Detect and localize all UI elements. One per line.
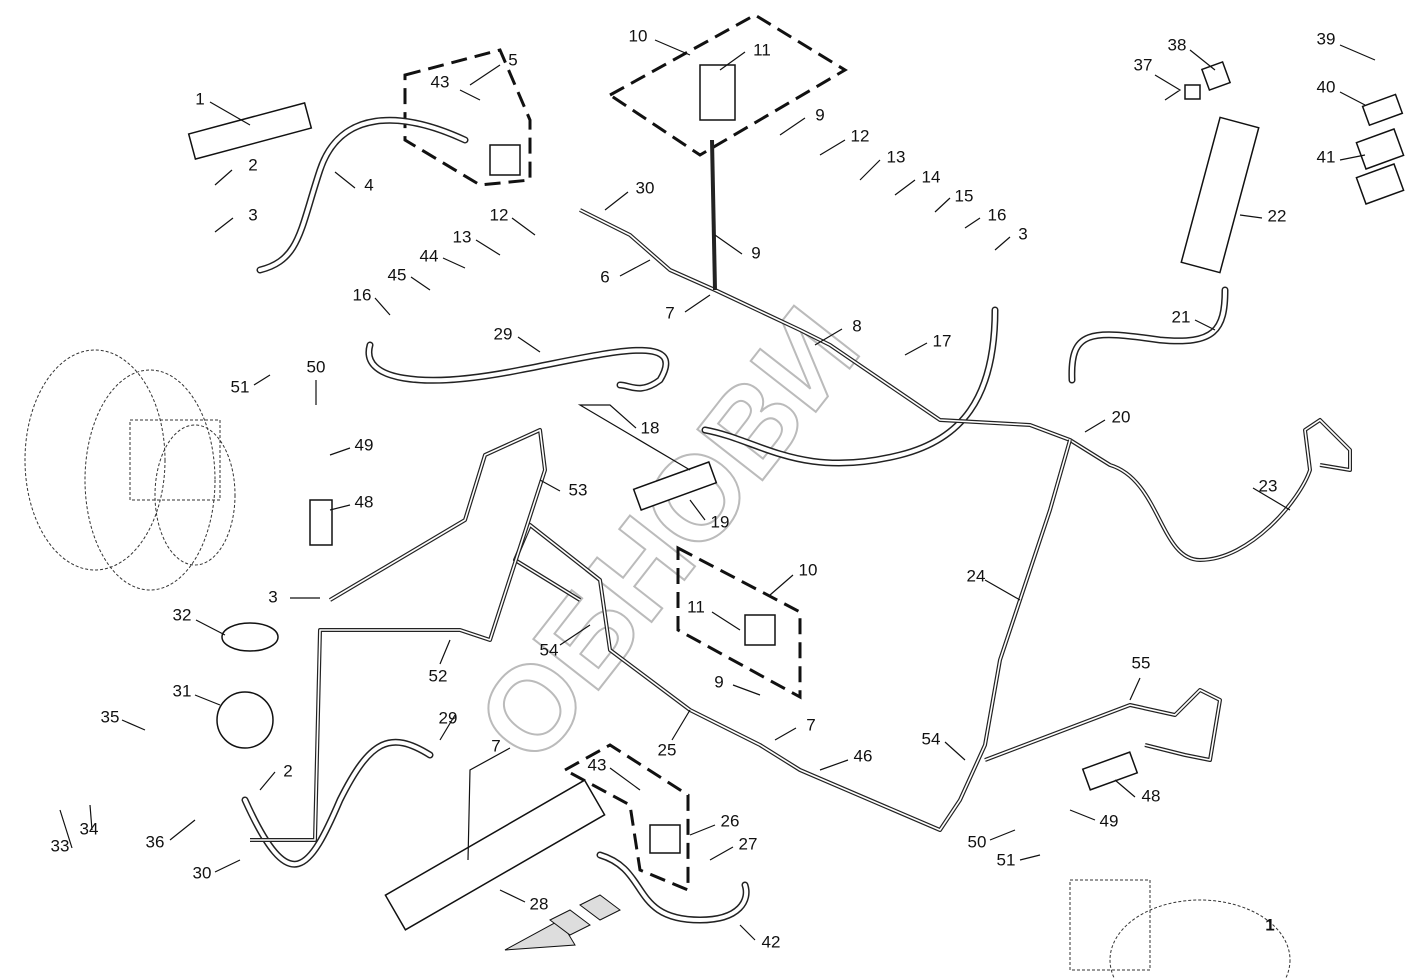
- callout: 43: [588, 755, 607, 774]
- callout: 51: [997, 850, 1016, 869]
- callout: 49: [1100, 811, 1119, 830]
- group-5-outline: [403, 48, 532, 187]
- callout: 48: [355, 492, 374, 511]
- callout: 11: [687, 597, 705, 616]
- axle-housing-left: [24, 349, 236, 591]
- callout: 39: [1317, 29, 1336, 48]
- callout: 20: [1112, 407, 1131, 426]
- callout: 54: [922, 729, 941, 748]
- callout: 40: [1317, 77, 1336, 96]
- pipes: [250, 139, 1352, 842]
- callout: 30: [193, 863, 212, 882]
- hoses: [241, 116, 1229, 924]
- callout: 21: [1172, 307, 1191, 326]
- callout: 29: [439, 708, 458, 727]
- callout: 26: [721, 811, 740, 830]
- callout: 1: [195, 89, 204, 108]
- callout: 6: [600, 267, 609, 286]
- callout: 3: [248, 205, 257, 224]
- callout: 35: [101, 707, 120, 726]
- callout: 37: [1134, 55, 1153, 74]
- group-10-outline-bottom: [676, 545, 802, 700]
- callout: 9: [714, 672, 723, 691]
- callout: 28: [530, 894, 549, 913]
- callout: 43: [431, 72, 450, 91]
- callout: 9: [751, 243, 760, 262]
- callout: 23: [1259, 476, 1278, 495]
- callout: 11: [753, 40, 771, 59]
- callout: 16: [353, 285, 372, 304]
- leader-lines: [59, 39, 1376, 941]
- callout: 50: [307, 357, 326, 376]
- callout: 15: [955, 186, 974, 205]
- callout: 18: [641, 418, 660, 437]
- callout: 3: [1018, 224, 1027, 243]
- callout: 3: [268, 587, 277, 606]
- callout: 2: [283, 761, 292, 780]
- callout: 13: [453, 227, 472, 246]
- callout: 44: [420, 246, 439, 265]
- callout: 48: [1142, 786, 1161, 805]
- callout: 52: [429, 666, 448, 685]
- axle-housing-right: [1069, 879, 1291, 979]
- callout: 9: [815, 105, 824, 124]
- callout: 16: [988, 205, 1007, 224]
- callout: 55: [1132, 653, 1151, 672]
- callout: 10: [799, 560, 818, 579]
- group-43-outline: [561, 743, 690, 893]
- callout: 36: [146, 832, 165, 851]
- sheet-number: 1: [1265, 915, 1274, 934]
- callout: 49: [355, 435, 374, 454]
- callout: 38: [1168, 35, 1187, 54]
- callout: 31: [173, 681, 192, 700]
- callout: 42: [762, 932, 781, 951]
- callout: 54: [540, 640, 559, 659]
- callout: 27: [739, 834, 758, 853]
- callout: 13: [887, 147, 906, 166]
- callout: 46: [854, 746, 873, 765]
- callout: 12: [851, 126, 870, 145]
- callout: 34: [80, 819, 99, 838]
- callout: 7: [665, 303, 674, 322]
- callout: 4: [364, 175, 373, 194]
- callout: 30: [636, 178, 655, 197]
- callout: 17: [933, 331, 952, 350]
- callout: 14: [922, 167, 941, 186]
- callout: 10: [629, 26, 648, 45]
- callout-numbers: 1 2 3 4 43 5 10 11 9 12 13 14 15 16 3 30…: [51, 26, 1336, 951]
- group-10-outline-top: [607, 13, 848, 157]
- callout: 5: [508, 50, 517, 69]
- callout: 51: [231, 377, 250, 396]
- callout: 50: [968, 832, 987, 851]
- callout: 7: [491, 736, 500, 755]
- callout: 8: [852, 316, 861, 335]
- callout: 45: [388, 265, 407, 284]
- callout: 12: [490, 205, 509, 224]
- callout: 19: [711, 512, 730, 531]
- components: [187, 60, 1405, 951]
- callout: 29: [494, 324, 513, 343]
- callout: 32: [173, 605, 192, 624]
- callout: 33: [51, 836, 70, 855]
- callout: 24: [967, 566, 986, 585]
- callout: 53: [569, 480, 588, 499]
- callout: 2: [248, 155, 257, 174]
- callout: 7: [806, 715, 815, 734]
- callout: 41: [1317, 147, 1336, 166]
- callout: 22: [1268, 206, 1287, 225]
- callout: 25: [658, 740, 677, 759]
